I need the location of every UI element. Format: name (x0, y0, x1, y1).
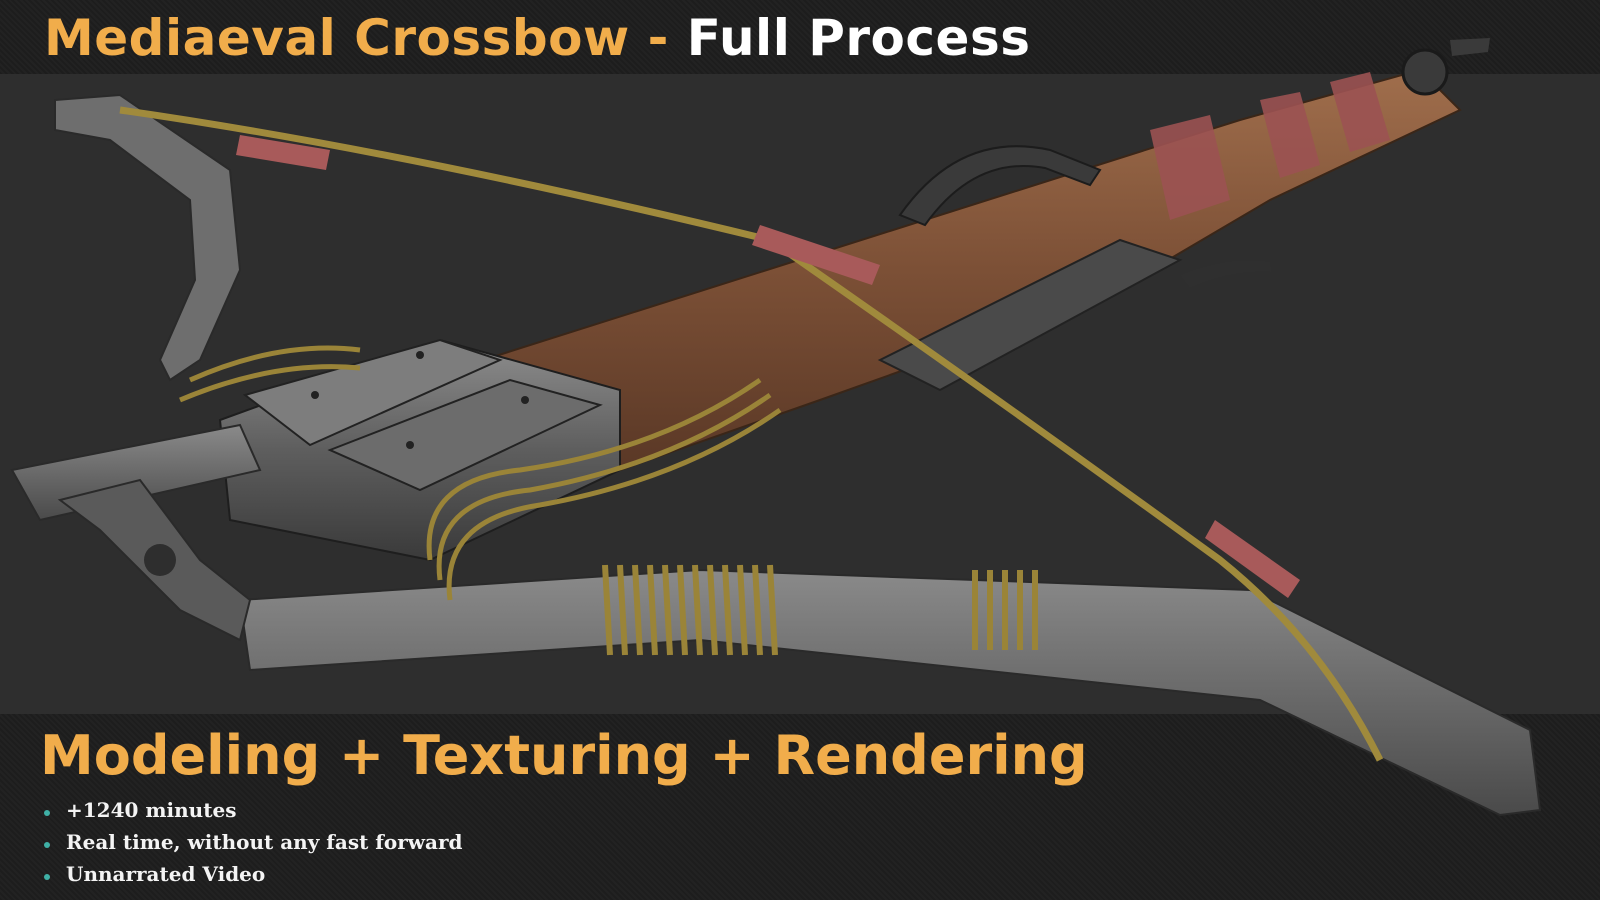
rope-coil (179, 345, 782, 601)
bullet-icon (44, 874, 50, 880)
bottom-banner (0, 714, 1600, 900)
roller-nut (1401, 48, 1449, 96)
bowstring (119, 106, 1384, 762)
trigger-lever (1180, 260, 1272, 288)
feature-list: +1240 minutes Real time, without any fas… (44, 794, 462, 890)
feature-text: Real time, without any fast forward (66, 830, 463, 854)
feature-item: Unnarrated Video (44, 858, 462, 890)
stock (417, 68, 1462, 472)
string-leather-wraps (236, 135, 1300, 598)
feature-item: +1240 minutes (44, 794, 462, 826)
feature-text: +1240 minutes (66, 798, 237, 822)
subtitle: Modeling + Texturing + Rendering (40, 724, 1088, 787)
title-part-1: Mediaeval Crossbow (44, 9, 630, 67)
page-title: Mediaeval Crossbow - Full Process (44, 8, 1030, 68)
top-banner (0, 0, 1600, 74)
stirrup (54, 93, 242, 382)
bullet-icon (44, 842, 50, 848)
feature-text: Unnarrated Video (66, 862, 266, 886)
feature-item: Real time, without any fast forward (44, 826, 462, 858)
bullet-icon (44, 810, 50, 816)
front-metal-block (218, 338, 621, 562)
title-part-2: Full Process (686, 9, 1031, 67)
title-separator: - (647, 9, 669, 67)
limb-rope-wrap (602, 564, 1038, 656)
handle-bracket (898, 145, 1102, 227)
